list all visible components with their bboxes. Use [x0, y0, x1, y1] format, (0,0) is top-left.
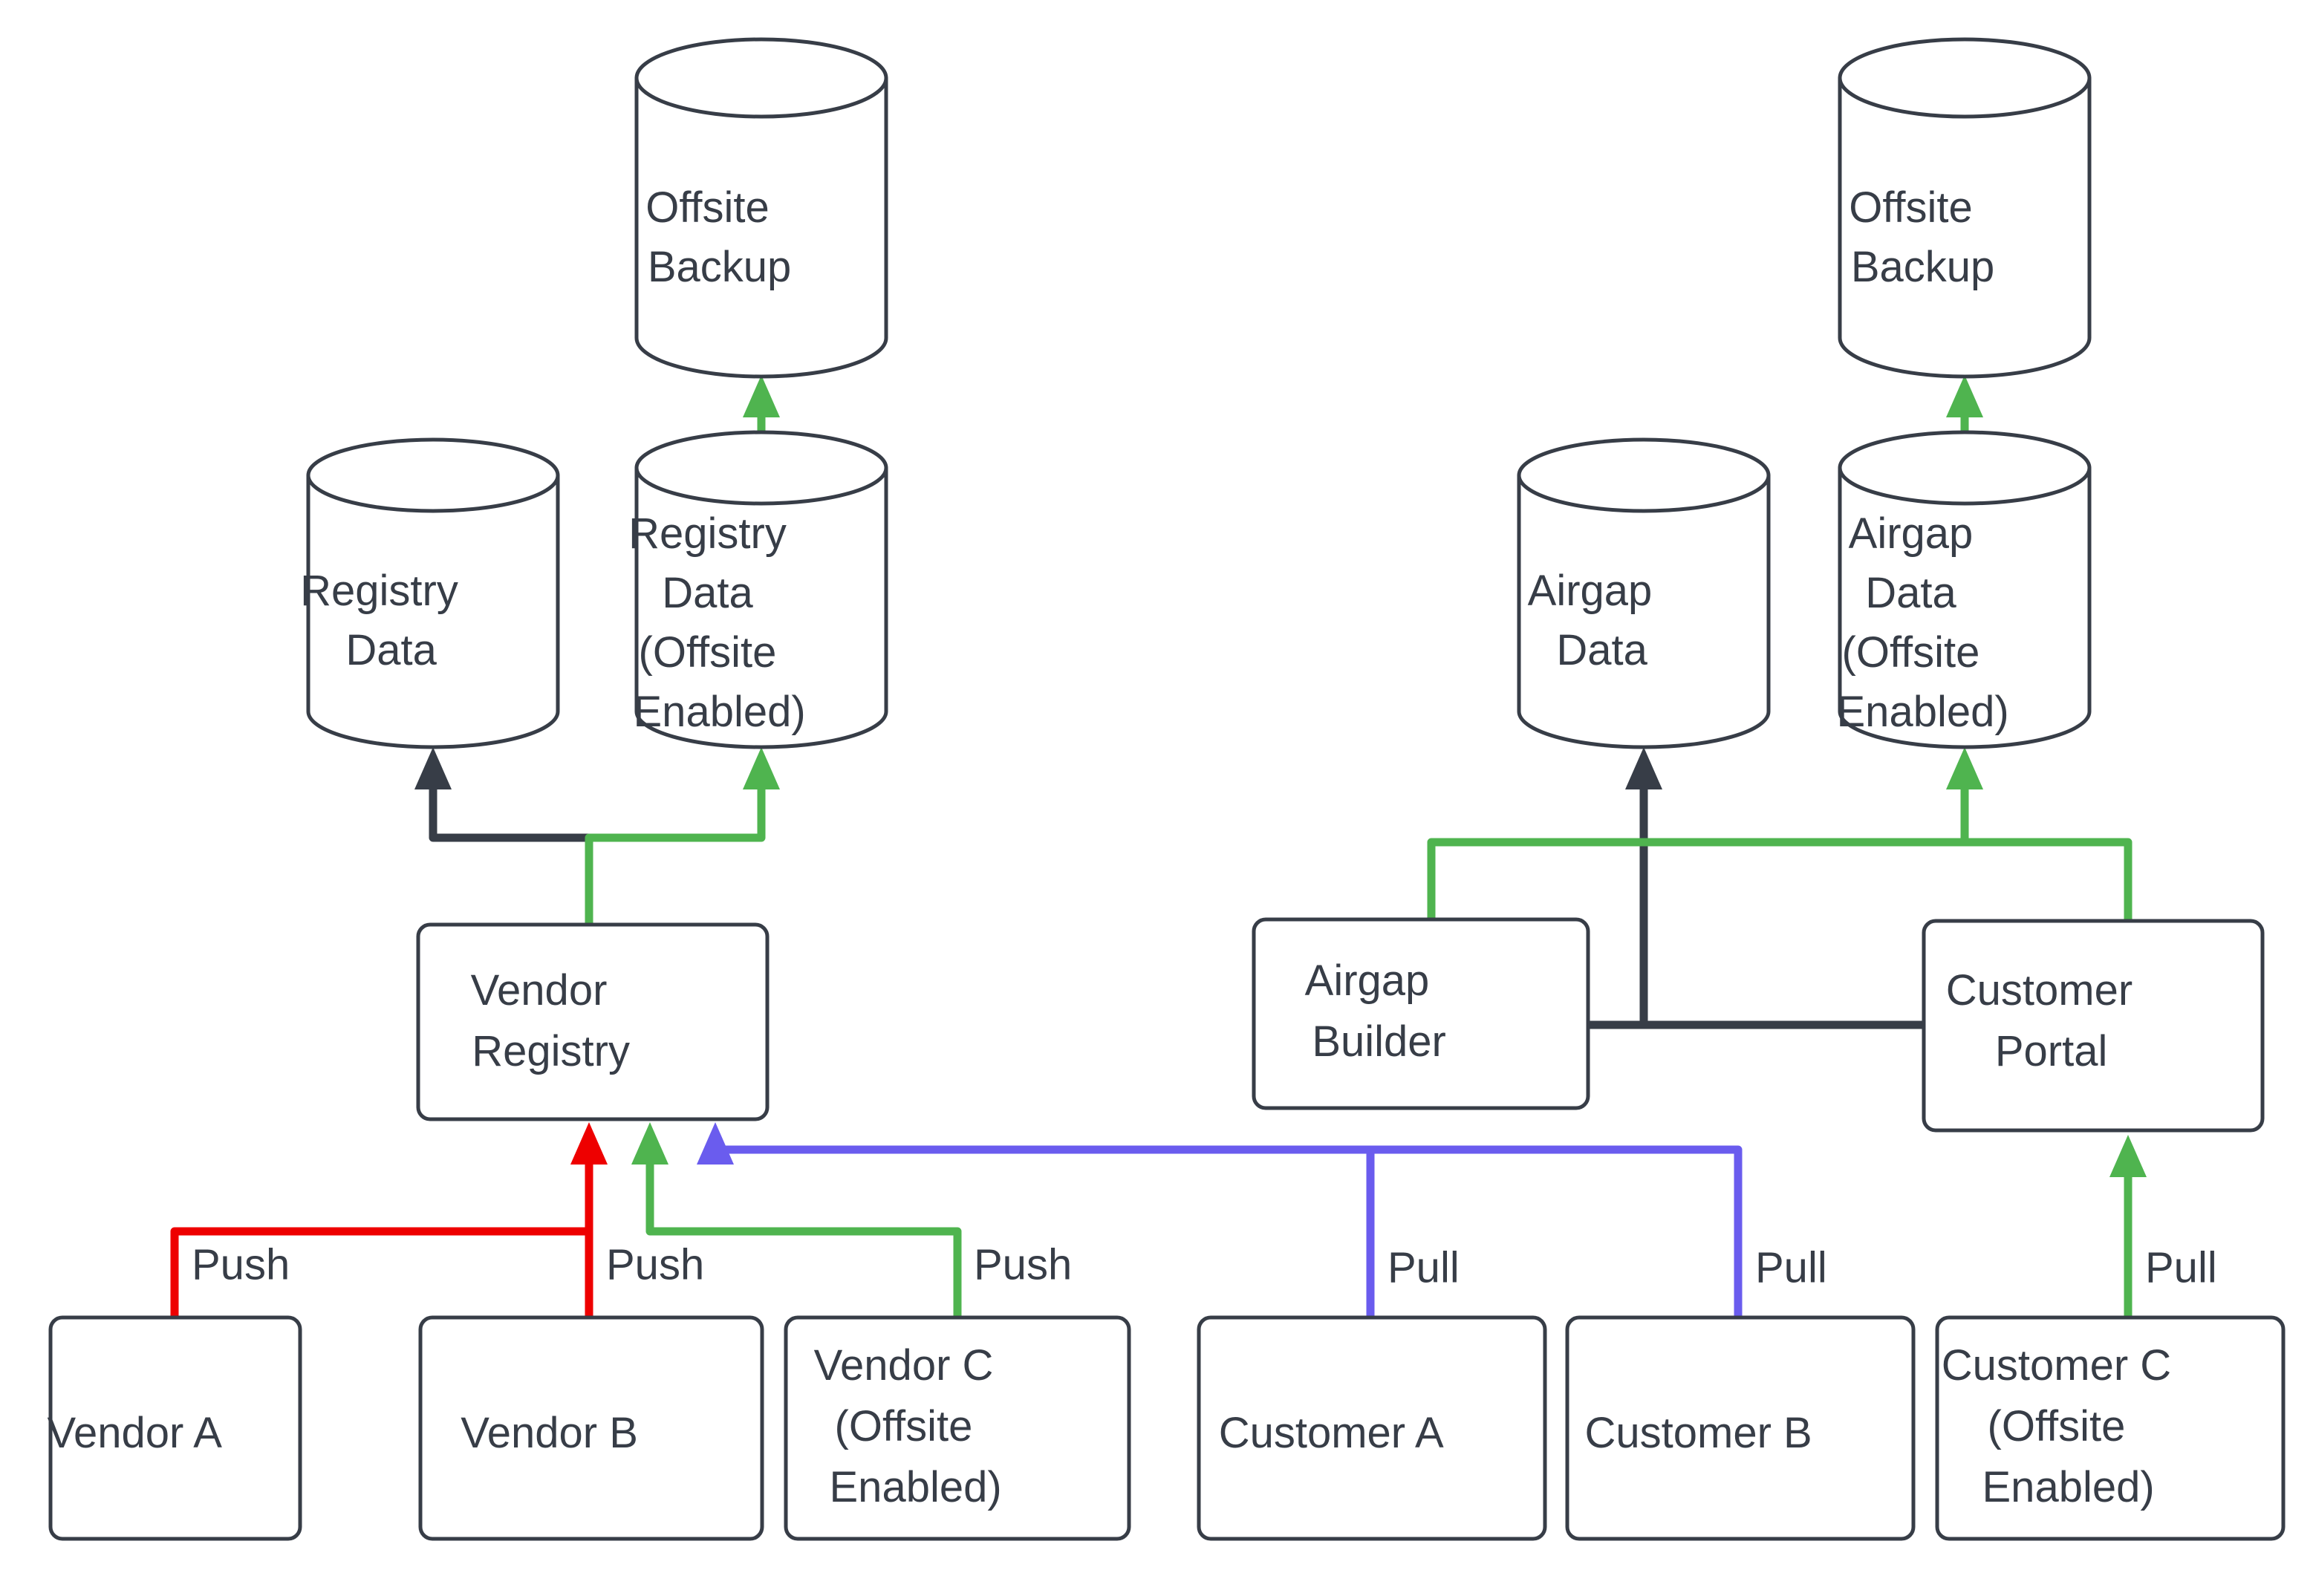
edge-label-customer-b-pull: Pull — [1755, 1243, 1827, 1292]
node-offsite-backup-right[interactable]: Offsite Backup — [1838, 37, 2092, 379]
node-label-vendor-b: Vendor B — [461, 1409, 721, 1457]
node-label-customer-c: Customer C (Offsite Enabled) — [1942, 1341, 2279, 1511]
node-label-customer-portal: Customer Portal — [1946, 966, 2240, 1075]
edge-airgapbuilder-to-airgapdataoffsite — [1427, 747, 1983, 919]
edge-vendorregistry-to-registrydata — [414, 747, 593, 925]
node-vendor-b[interactable]: Vendor B — [418, 1315, 764, 1541]
node-registry-data-offsite[interactable]: Registry Data (Offsite Enabled) — [628, 430, 894, 749]
edge-vendorc-to-vendorregistry — [631, 1122, 962, 1317]
edge-customerportal-to-airgapdataoffsite — [1965, 838, 2133, 921]
node-customer-b[interactable]: Customer B — [1565, 1315, 1916, 1541]
node-airgap-data-offsite[interactable]: Airgap Data (Offsite Enabled) — [1837, 430, 2093, 749]
edge-label-vendor-c-push: Push — [974, 1240, 1072, 1289]
edge-customerportal-to-airgapdata — [1625, 747, 1924, 1029]
node-vendor-registry[interactable]: Vendor Registry — [416, 922, 770, 1121]
node-label-vendor-c: Vendor C (Offsite Enabled) — [814, 1341, 1102, 1511]
node-customer-a[interactable]: Customer A — [1197, 1315, 1547, 1541]
edge-label-vendor-a-push: Push — [192, 1240, 290, 1289]
edge-label-customer-a-pull: Pull — [1388, 1243, 1460, 1292]
node-airgap-builder[interactable]: Airgap Builder — [1252, 917, 1590, 1110]
node-label-customer-a: Customer A — [1219, 1409, 1526, 1457]
edge-vendorregistry-to-registrydataoffsite — [585, 747, 780, 925]
node-label-vendor-a: Vendor A — [47, 1409, 303, 1457]
node-vendor-c[interactable]: Vendor C (Offsite Enabled) — [784, 1315, 1131, 1541]
node-vendor-a[interactable]: Vendor A — [47, 1315, 303, 1541]
node-registry-data[interactable]: Registry Data — [300, 437, 566, 749]
node-label-customer-b: Customer B — [1584, 1409, 1896, 1457]
node-offsite-backup-left[interactable]: Offsite Backup — [634, 37, 888, 379]
node-customer-c[interactable]: Customer C (Offsite Enabled) — [1935, 1315, 2286, 1541]
edge-label-customer-c-pull: Pull — [2145, 1243, 2217, 1292]
node-customer-portal[interactable]: Customer Portal — [1922, 919, 2265, 1133]
node-label-airgap-data-offsite: Airgap Data (Offsite Enabled) — [1837, 509, 2093, 736]
node-label-airgap-data: Airgap Data — [1528, 567, 1760, 674]
node-label-offsite-backup-right: Offsite Backup — [1849, 183, 2081, 291]
node-label-offsite-backup-left: Offsite Backup — [645, 183, 877, 291]
edge-customerb-to-vendorregistry — [715, 1145, 1743, 1317]
node-label-registry-data-offsite: Registry Data (Offsite Enabled) — [628, 509, 894, 736]
node-label-vendor-registry: Vendor Registry — [471, 966, 715, 1075]
node-airgap-data[interactable]: Airgap Data — [1517, 437, 1771, 749]
node-label-airgap-builder: Airgap Builder — [1305, 957, 1538, 1066]
edge-customerc-to-customerportal — [2109, 1135, 2147, 1317]
node-label-registry-data: Registry Data — [300, 567, 566, 674]
edge-label-vendor-b-push: Push — [606, 1240, 704, 1289]
